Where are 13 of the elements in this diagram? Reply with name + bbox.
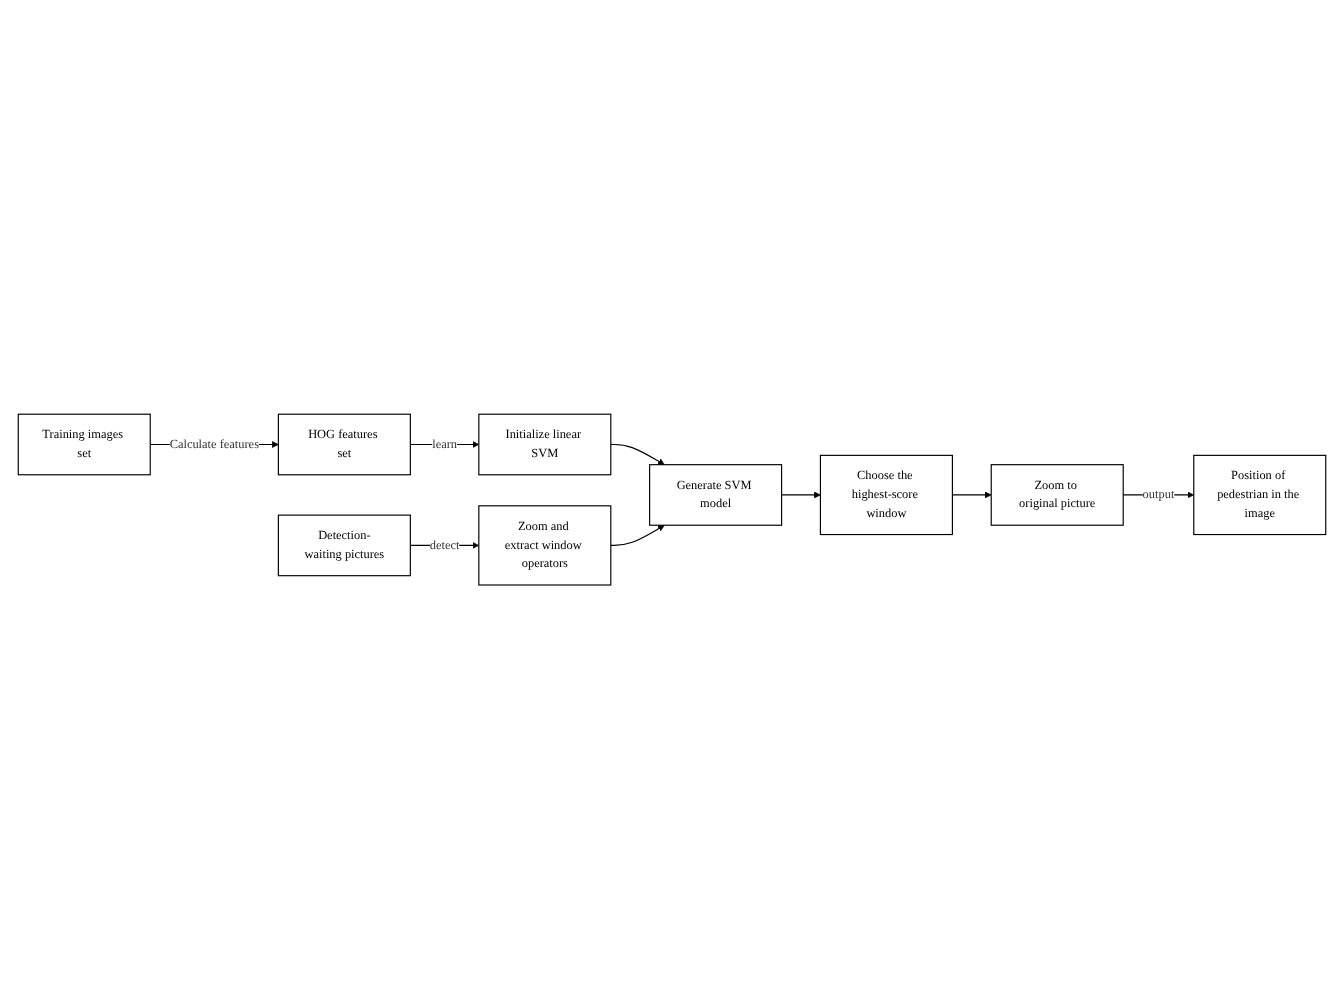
node-box bbox=[478, 413, 612, 475]
node-box bbox=[990, 463, 1124, 526]
node-box bbox=[17, 413, 151, 475]
node-box bbox=[649, 463, 783, 526]
arrow bbox=[781, 490, 821, 498]
arrow bbox=[610, 443, 665, 465]
node-box bbox=[277, 413, 411, 475]
arrow bbox=[951, 490, 992, 498]
node-box bbox=[819, 454, 953, 535]
node-box bbox=[478, 504, 612, 585]
node-box bbox=[1193, 454, 1327, 535]
node-box bbox=[277, 513, 411, 576]
arrow bbox=[610, 524, 665, 546]
